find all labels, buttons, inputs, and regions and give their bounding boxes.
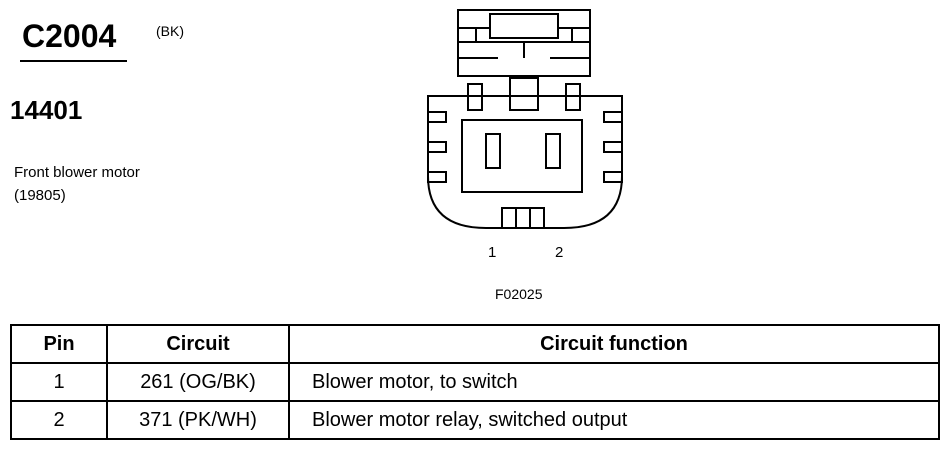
- cell-circuit: 371 (PK/WH): [106, 400, 290, 440]
- pin-label-2: 2: [555, 244, 564, 261]
- column-header-circuit-function: Circuit function: [288, 324, 940, 364]
- component-name: Front blower motor: [14, 164, 140, 181]
- connector-id-underline: [20, 60, 127, 62]
- part-number: 14401: [10, 95, 83, 125]
- latch-window: [489, 13, 559, 39]
- table-row: 2 371 (PK/WH) Blower motor relay, switch…: [10, 400, 940, 440]
- cell-circuit-function: Blower motor relay, switched output: [288, 400, 940, 440]
- terminal-pin-2: [545, 133, 561, 169]
- latch-slot-center: [509, 77, 539, 111]
- cell-pin: 2: [10, 400, 108, 440]
- figure-id: F02025: [495, 286, 543, 302]
- cell-circuit-function: Blower motor, to switch: [288, 362, 940, 402]
- cell-circuit: 261 (OG/BK): [106, 362, 290, 402]
- column-header-circuit: Circuit: [106, 324, 290, 364]
- connector-face-drawing: [427, 9, 623, 229]
- table-header-row: Pin Circuit Circuit function: [10, 324, 940, 364]
- terminal-cavity: [461, 119, 583, 193]
- polarity-key: [501, 207, 545, 229]
- terminal-pin-1: [485, 133, 501, 169]
- pin-table: Pin Circuit Circuit function 1 261 (OG/B…: [10, 324, 940, 440]
- column-header-pin: Pin: [10, 324, 108, 364]
- connector-color: (BK): [156, 23, 184, 39]
- pin-label-1: 1: [488, 244, 497, 261]
- cell-pin: 1: [10, 362, 108, 402]
- connector-id: C2004: [22, 18, 117, 54]
- table-row: 1 261 (OG/BK) Blower motor, to switch: [10, 362, 940, 402]
- component-number: (19805): [14, 187, 66, 204]
- connector-body: [427, 95, 623, 229]
